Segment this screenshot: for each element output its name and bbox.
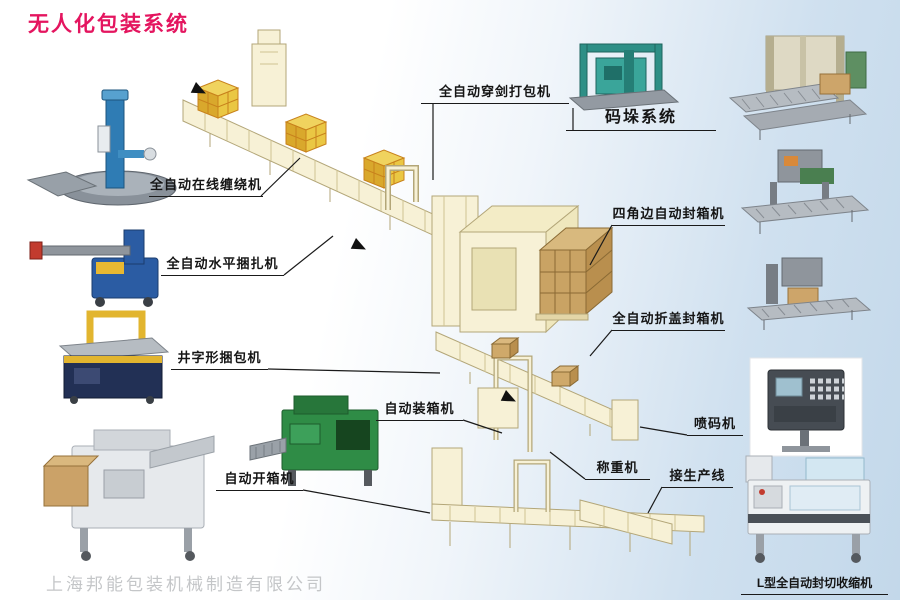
carton-stack bbox=[196, 79, 240, 119]
watermark: 上海邦能包装机械制造有限公司 bbox=[46, 575, 326, 594]
label-to-production-line: 接生产线 bbox=[662, 468, 733, 488]
pallet-load bbox=[535, 226, 614, 321]
label-auto-sword-strapper: 全自动穿剑打包机 bbox=[421, 84, 569, 104]
label-horizontal-strapper: 全自动水平捆扎机 bbox=[161, 256, 284, 276]
line-illustration bbox=[182, 29, 705, 556]
label-l-type-shrink-wrapper: L型全自动封切收缩机 bbox=[741, 576, 888, 595]
machine-stretch-wrapper bbox=[26, 89, 177, 206]
label-flap-fold-case-sealer: 全自动折盖封箱机 bbox=[612, 311, 725, 331]
machine-l-sealer bbox=[745, 455, 871, 563]
machine-case-erector bbox=[42, 429, 215, 561]
machine-cross-strapper bbox=[58, 310, 170, 404]
flow-arrows bbox=[190, 82, 516, 402]
label-palletizing-system: 码垛系统 bbox=[566, 109, 716, 132]
carton-single bbox=[550, 365, 580, 387]
machine-case-packer bbox=[249, 395, 379, 486]
machine-case-sealer-corner bbox=[740, 149, 870, 234]
machine-palletizer-small bbox=[568, 43, 680, 111]
label-weighing-machine: 称重机 bbox=[585, 460, 650, 480]
label-inkjet-printer: 喷码机 bbox=[687, 416, 743, 436]
machine-case-sealer-flap bbox=[746, 257, 872, 330]
machine-palletizer-large bbox=[728, 35, 868, 140]
label-inline-stretch-wrapper: 全自动在线缠绕机 bbox=[149, 177, 263, 197]
label-case-erector: 自动开箱机 bbox=[216, 471, 303, 491]
machine-inkjet-printer bbox=[749, 357, 863, 457]
carton-single bbox=[490, 337, 520, 359]
leader-lines bbox=[260, 104, 688, 514]
machine-horizontal-strapper bbox=[29, 229, 159, 307]
label-cross-strapper: 井字形捆包机 bbox=[171, 350, 268, 370]
label-four-corner-case-sealer: 四角边自动封箱机 bbox=[612, 206, 725, 226]
carton-stack bbox=[284, 113, 328, 153]
label-case-packer: 自动装箱机 bbox=[376, 401, 463, 421]
page-title: 无人化包装系统 bbox=[28, 13, 189, 36]
